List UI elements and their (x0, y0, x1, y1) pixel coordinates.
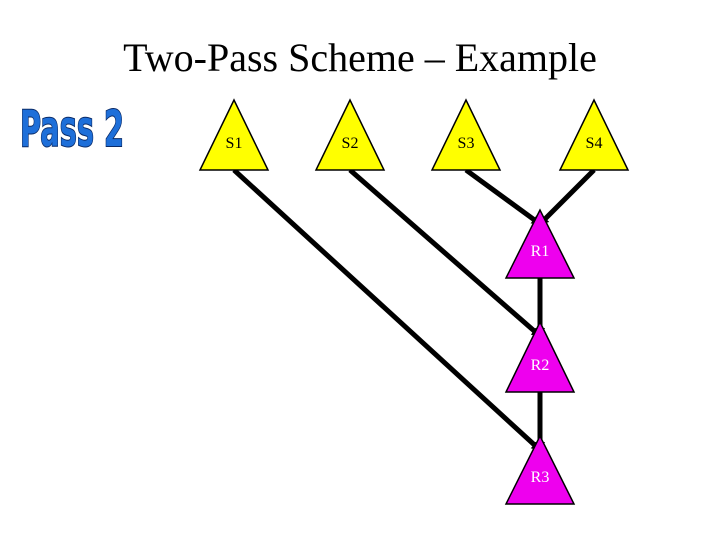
node-label-r3: R3 (531, 469, 550, 486)
triangle-s3 (430, 98, 502, 171)
pass-2-badge: Pass 2 (19, 99, 125, 154)
node-s3: S3 (430, 98, 502, 171)
node-s1: S1 (198, 98, 270, 171)
node-r2: R2 (504, 320, 576, 393)
triangle-s2 (314, 98, 386, 171)
node-r1: R1 (504, 208, 576, 279)
node-label-s2: S2 (342, 135, 359, 152)
triangle-r1 (504, 208, 576, 279)
edge-s4-to-r1 (538, 168, 596, 226)
node-label-s1: S1 (226, 135, 243, 152)
triangle-s1 (198, 98, 270, 171)
node-label-s4: S4 (586, 135, 603, 152)
triangle-r2 (504, 320, 576, 393)
page-title: Two-Pass Scheme – Example (123, 35, 597, 80)
node-label-r2: R2 (531, 357, 550, 374)
edge-s2-to-r2 (348, 168, 542, 338)
triangle-s4 (558, 98, 630, 171)
edge-s1-to-r3 (232, 168, 542, 452)
node-r3: R3 (504, 434, 576, 505)
triangle-r3 (504, 434, 576, 505)
node-label-r1: R1 (531, 243, 550, 260)
pass-badge-text: Pass 2 (20, 100, 124, 154)
edge-s3-to-r1 (464, 167, 542, 227)
node-label-s3: S3 (458, 135, 475, 152)
node-s4: S4 (558, 98, 630, 171)
node-s2: S2 (314, 98, 386, 171)
